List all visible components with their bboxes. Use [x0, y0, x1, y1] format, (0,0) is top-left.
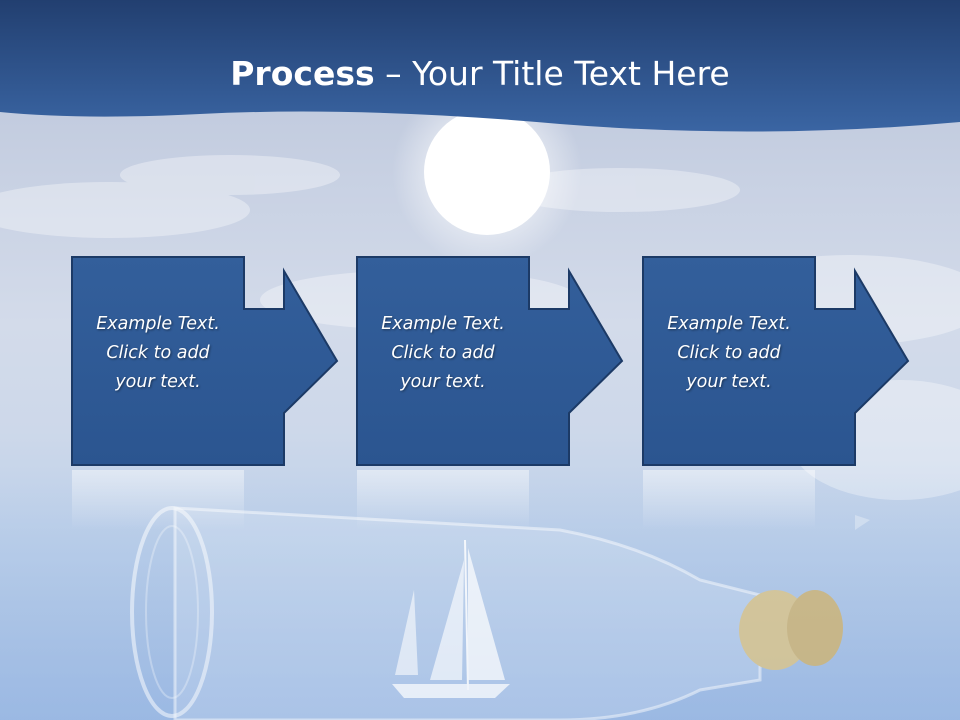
process-step-1[interactable] [71, 256, 339, 466]
step-1-text[interactable]: Example Text. Click to add your text. [72, 310, 244, 397]
step-3-line-3: your text. [686, 372, 772, 392]
title-bold: Process [230, 54, 375, 93]
process-step-2[interactable] [356, 256, 624, 466]
process-reflection [72, 470, 870, 530]
header-band [0, 0, 960, 132]
step-3-text[interactable]: Example Text. Click to add your text. [643, 310, 815, 397]
slide-title[interactable]: Process – Your Title Text Here [0, 52, 960, 96]
step-2-text[interactable]: Example Text. Click to add your text. [357, 310, 529, 397]
step-1-line-2: Click to add [106, 343, 210, 363]
process-step-3[interactable] [642, 256, 910, 466]
step-3-line-1: Example Text. [667, 314, 791, 334]
step-2-line-2: Click to add [391, 343, 495, 363]
bottle-illustration [130, 506, 843, 720]
step-2-line-1: Example Text. [381, 314, 505, 334]
sun [424, 109, 550, 235]
step-3-line-2: Click to add [677, 343, 781, 363]
step-1-line-1: Example Text. [96, 314, 220, 334]
step-2-line-3: your text. [400, 372, 486, 392]
step-1-line-3: your text. [115, 372, 201, 392]
title-rest: – Your Title Text Here [374, 54, 730, 93]
